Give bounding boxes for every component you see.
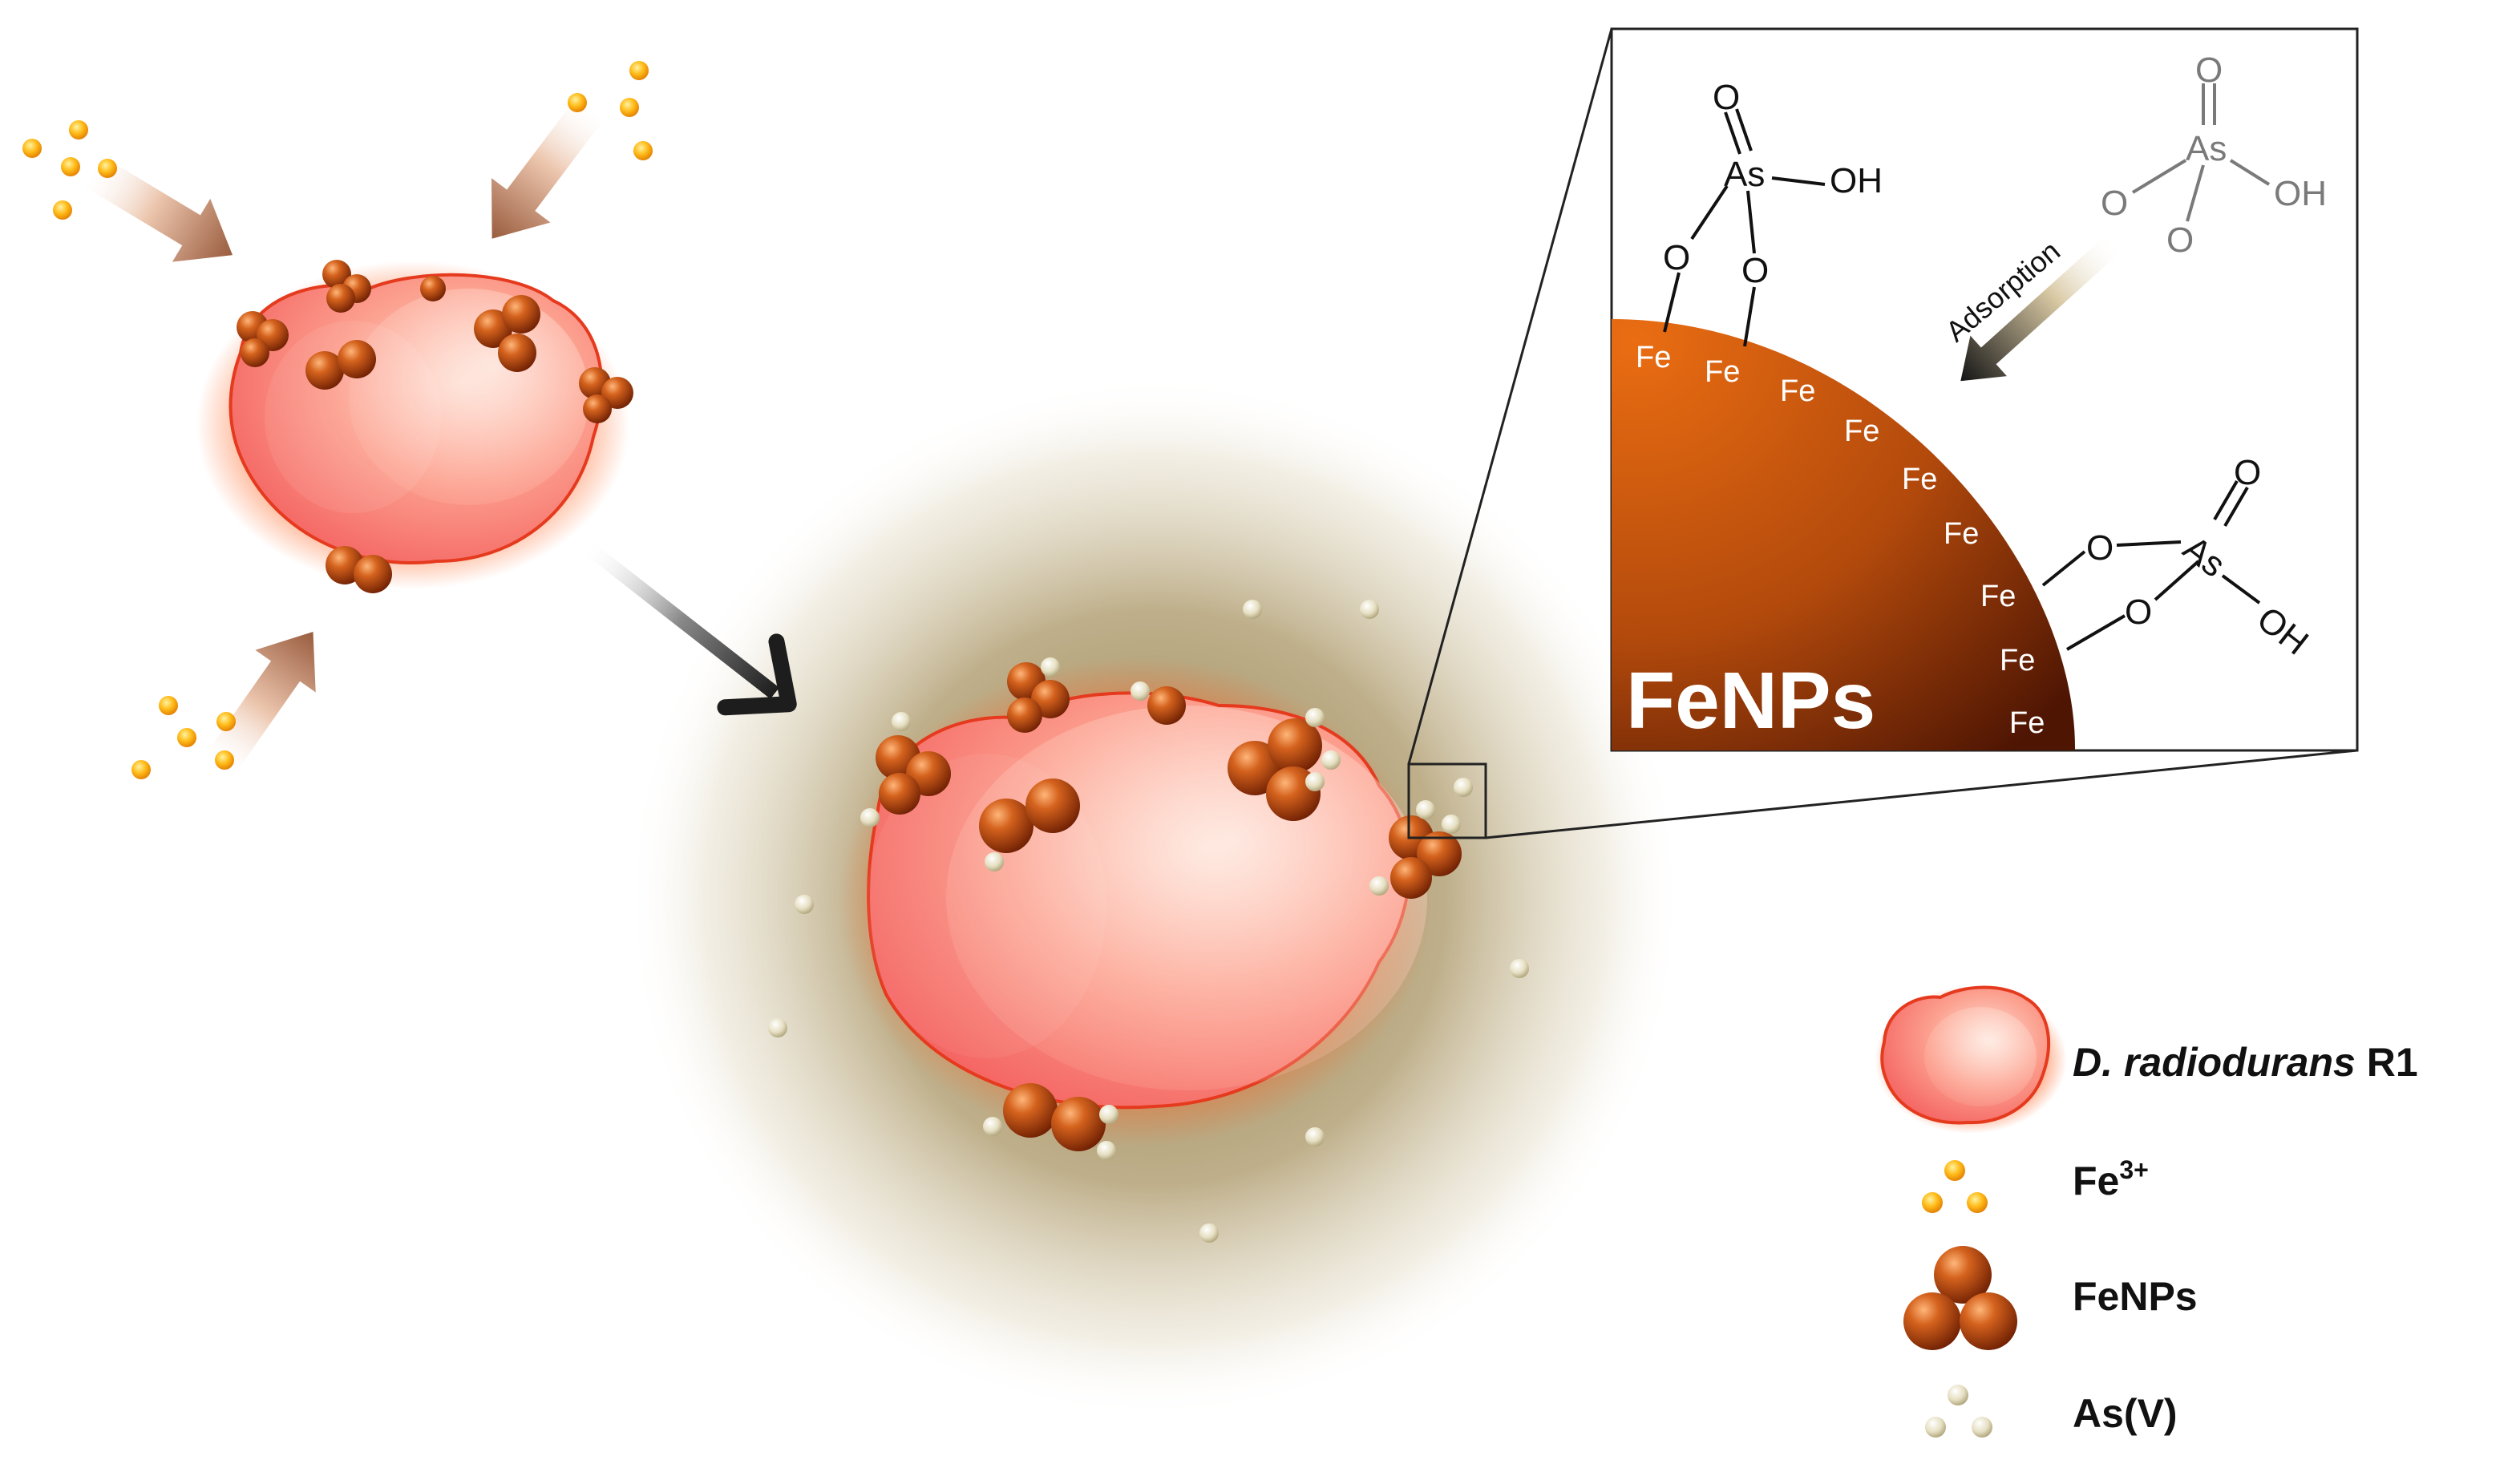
legend-particle-icon: [1903, 1246, 2017, 1350]
fe-atom: Fe: [1944, 517, 1979, 551]
legend-cell-species: D. radiodurans: [2073, 1040, 2356, 1085]
bacterium-cell-small: [196, 261, 629, 589]
terminal-oxygen: O: [2166, 220, 2194, 260]
fe-atom: Fe: [2000, 644, 2035, 677]
arsenic-atom: As: [2186, 129, 2227, 168]
legend-ion-base: Fe: [2073, 1159, 2119, 1203]
fe-atom: Fe: [1780, 374, 1815, 408]
adsorption-arrow: [1960, 232, 2125, 382]
transition-arrow: [580, 539, 797, 716]
bridging-oxygen: O: [2086, 528, 2113, 568]
bridging-oxygen: O: [1663, 238, 1690, 277]
legend-cell-label: D. radiodurans R1: [2073, 1040, 2418, 1085]
nanoparticle-surface: [1612, 319, 2076, 750]
oxo-oxygen: O: [2195, 51, 2223, 90]
zoom-indicator: [1407, 28, 2358, 839]
fe-atom: Fe: [1902, 463, 1937, 496]
bound-arsenate-top: [1663, 108, 1826, 347]
ion-uptake-arrows: [79, 93, 608, 780]
iron-ion-cluster: [22, 120, 117, 220]
legend-ion-charge: 3+: [2119, 1155, 2148, 1184]
legend-ion-label: Fe3+: [2073, 1155, 2149, 1203]
terminal-oxygen: O: [2101, 184, 2128, 223]
fe-atom: Fe: [2009, 706, 2045, 740]
oxo-oxygen: O: [1713, 78, 1740, 117]
surface-label: FeNPs: [1626, 656, 1875, 746]
fe-atom: Fe: [1636, 341, 1671, 374]
bridging-oxygen: O: [1741, 251, 1769, 290]
legend-cell-icon: [1875, 985, 2067, 1134]
oxo-oxygen: O: [2234, 453, 2261, 492]
arsenic-particles: [768, 600, 1529, 1243]
hydroxyl-group: OH: [1830, 161, 1883, 200]
legend-cell-strain: R1: [2356, 1040, 2418, 1085]
inset-panel: FeNPs Fe Fe Fe Fe Fe Fe Fe Fe Fe O As OH: [1610, 27, 2359, 752]
bridging-oxygen: O: [2125, 592, 2152, 632]
legend-particle-label: FeNPs: [2073, 1274, 2198, 1319]
fe-atom: Fe: [1980, 580, 2016, 613]
bacterium-cell-large: [838, 657, 1431, 1146]
legend-ion-icon: [1922, 1160, 1988, 1213]
bound-arsenate-bottom: [2041, 479, 2261, 651]
iron-ion-cluster: [131, 696, 236, 779]
surface-fe-atoms: Fe Fe Fe Fe Fe Fe Fe Fe Fe: [1636, 341, 2045, 740]
fe-atom: Fe: [1705, 355, 1740, 389]
legend-arsenic-label: As(V): [2073, 1391, 2178, 1436]
legend: D. radiodurans R1 Fe3+ FeNPs As(V): [1875, 985, 2418, 1438]
arsenic-atom: As: [1724, 155, 1765, 194]
iron-ion-cluster: [568, 61, 653, 160]
fe-atom: Fe: [1844, 415, 1879, 448]
legend-arsenic-icon: [1925, 1385, 1992, 1438]
hydroxyl-group: OH: [2274, 174, 2327, 213]
free-arsenate: [2131, 83, 2271, 222]
